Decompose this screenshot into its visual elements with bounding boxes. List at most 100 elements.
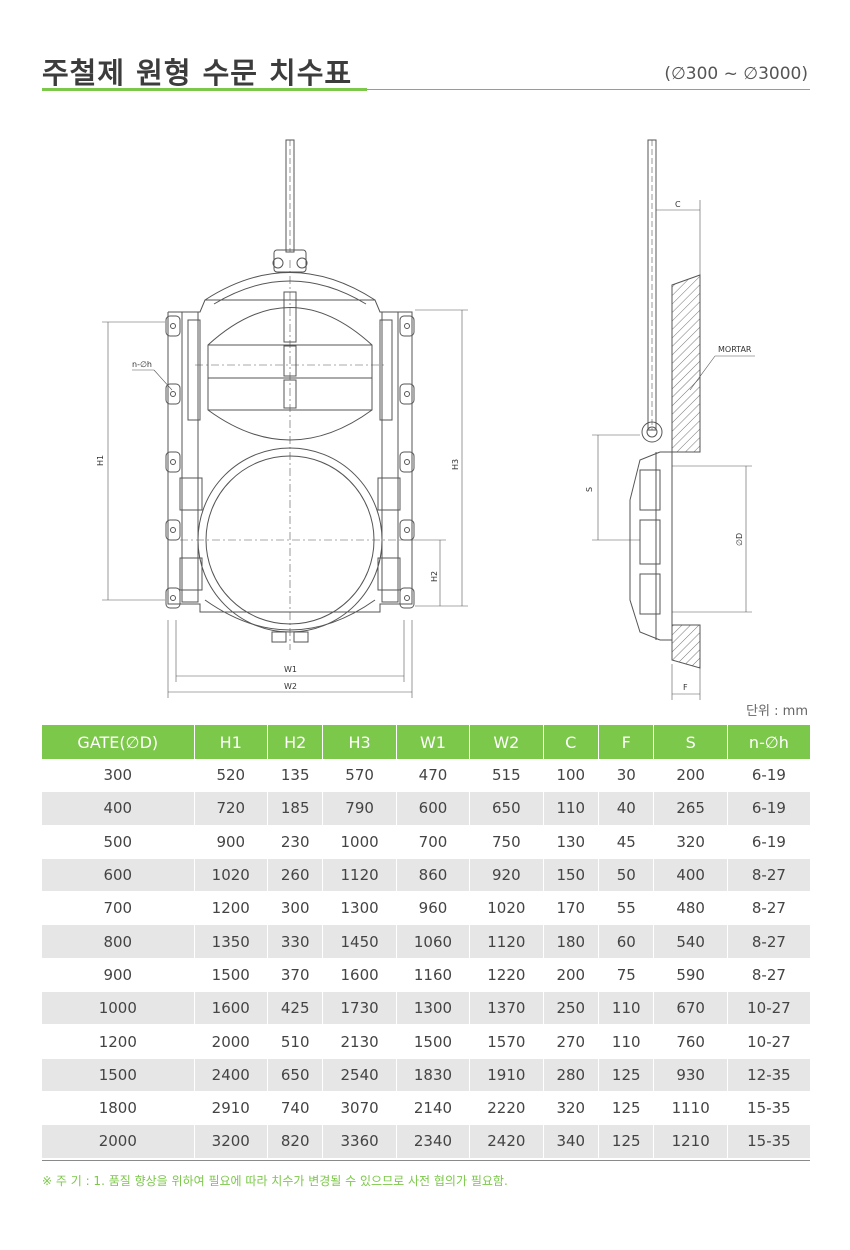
table-cell: 45 (598, 825, 655, 859)
unit-label: 단위 : mm (746, 704, 808, 719)
table-cell: 200 (653, 759, 728, 793)
label-s: S (585, 487, 594, 492)
header-h3: H3 (322, 725, 397, 759)
table-cell: 10-27 (727, 991, 810, 1026)
table-cell: 1200 (42, 1024, 195, 1059)
header-nh: n-∅h (727, 725, 810, 759)
table-cell: 570 (322, 759, 397, 793)
table-cell: 820 (267, 1124, 324, 1159)
label-c: C (675, 200, 681, 209)
table-cell: 1830 (396, 1058, 471, 1092)
table-cell: 1910 (469, 1058, 544, 1092)
table-cell: 1200 (194, 891, 268, 926)
table-cell: 2910 (194, 1091, 268, 1126)
label-d: ∅D (735, 533, 744, 546)
table-cell: 30 (598, 759, 655, 793)
table-cell: 1220 (469, 958, 544, 993)
table-cell: 920 (469, 858, 544, 893)
label-nh: n-∅h (132, 360, 152, 369)
table-cell: 650 (469, 791, 544, 826)
table-cell: 180 (543, 924, 600, 959)
title-accent-bar (42, 88, 367, 91)
table-cell: 510 (267, 1024, 324, 1059)
table-cell: 185 (267, 791, 324, 826)
size-range: (∅300 ~ ∅3000) (664, 64, 808, 84)
table-cell: 1300 (396, 991, 471, 1026)
table-cell: 1160 (396, 958, 471, 993)
table-header-row: GATE(∅D) H1 H2 H3 W1 W2 C F S n-∅h (42, 725, 810, 759)
label-mortar: MORTAR (718, 345, 752, 354)
table-cell: 2000 (42, 1124, 195, 1159)
table-cell: 15-35 (727, 1091, 810, 1126)
table-cell: 1800 (42, 1091, 195, 1126)
table-cell: 1020 (194, 858, 268, 893)
table-cell: 8-27 (727, 891, 810, 926)
table-cell: 370 (267, 958, 324, 993)
table-cell: 700 (396, 825, 471, 859)
table-cell: 600 (396, 791, 471, 826)
table-cell: 2000 (194, 1024, 268, 1059)
table-cell: 1570 (469, 1024, 544, 1059)
table-cell: 6-19 (727, 825, 810, 859)
table-cell: 8-27 (727, 924, 810, 959)
table-cell: 790 (322, 791, 397, 826)
table-cell: 1500 (42, 1058, 195, 1092)
table-cell: 1450 (322, 924, 397, 959)
table-cell: 320 (543, 1091, 600, 1126)
table-cell: 265 (653, 791, 728, 826)
table-cell: 1000 (42, 991, 195, 1026)
table-cell: 900 (194, 825, 268, 859)
label-h1: H1 (96, 455, 105, 466)
table-cell: 1020 (469, 891, 544, 926)
table-cell: 1300 (322, 891, 397, 926)
table-cell: 470 (396, 759, 471, 793)
table-cell: 260 (267, 858, 324, 893)
table-cell: 3070 (322, 1091, 397, 1126)
title-divider (42, 89, 810, 90)
table-cell: 125 (598, 1124, 655, 1159)
header-f: F (598, 725, 655, 759)
table-cell: 1210 (653, 1124, 728, 1159)
table-cell: 425 (267, 991, 324, 1026)
table-cell: 500 (42, 825, 195, 859)
table-cell: 280 (543, 1058, 600, 1092)
table-cell: 12-35 (727, 1058, 810, 1092)
label-w1: W1 (284, 665, 297, 674)
table-cell: 100 (543, 759, 600, 793)
table-cell: 1120 (322, 858, 397, 893)
table-cell: 2540 (322, 1058, 397, 1092)
table-cell: 55 (598, 891, 655, 926)
table-cell: 320 (653, 825, 728, 859)
table-cell: 930 (653, 1058, 728, 1092)
table-cell: 1110 (653, 1091, 728, 1126)
table-cell: 720 (194, 791, 268, 826)
label-f: F (683, 683, 688, 692)
table-cell: 50 (598, 858, 655, 893)
table-cell: 520 (194, 759, 268, 793)
header-c: C (543, 725, 600, 759)
table-cell: 75 (598, 958, 655, 993)
table-cell: 170 (543, 891, 600, 926)
table-cell: 110 (543, 791, 600, 826)
table-cell: 250 (543, 991, 600, 1026)
table-cell: 15-35 (727, 1124, 810, 1159)
table-cell: 400 (42, 791, 195, 826)
table-cell: 125 (598, 1058, 655, 1092)
label-h2: H2 (430, 571, 439, 582)
table-cell: 1120 (469, 924, 544, 959)
table-cell: 2340 (396, 1124, 471, 1159)
table-cell: 2220 (469, 1091, 544, 1126)
table-cell: 590 (653, 958, 728, 993)
table-cell: 125 (598, 1091, 655, 1126)
table-cell: 540 (653, 924, 728, 959)
header-h1: H1 (194, 725, 268, 759)
table-cell: 740 (267, 1091, 324, 1126)
